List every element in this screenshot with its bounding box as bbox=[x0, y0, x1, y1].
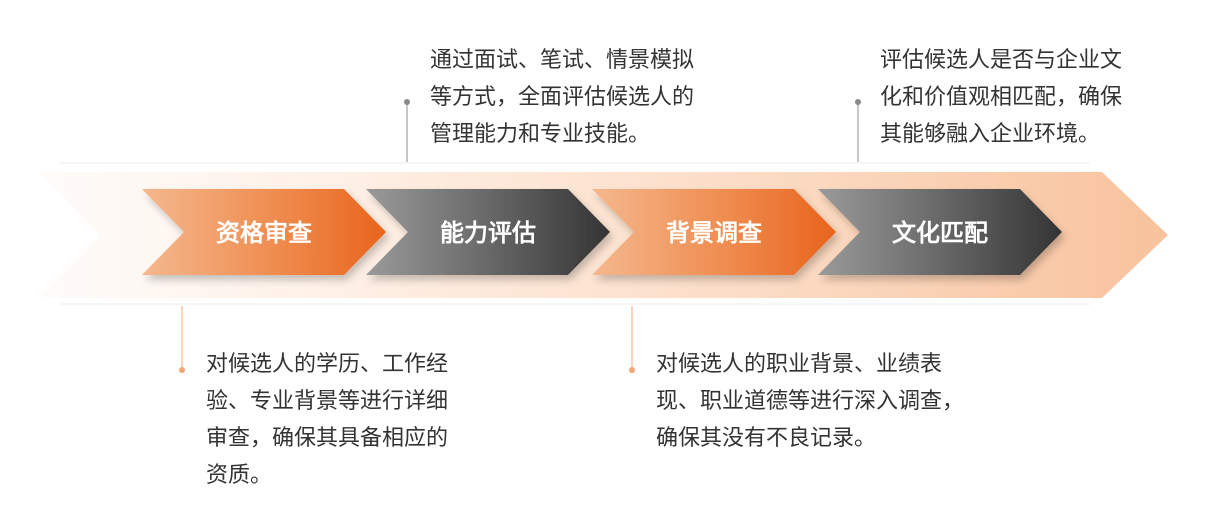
description-line: 验、专业背景等进行详细 bbox=[206, 389, 449, 414]
description-line: 确保其没有不良记录。 bbox=[656, 426, 877, 451]
step-label-background: 背景调查 bbox=[666, 219, 762, 247]
description-background: 对候选人的职业背景、业绩表 现、职业道德等进行深入调查， 确保其没有不良记录。 bbox=[656, 346, 964, 457]
description-line: 对候选人的职业背景、业绩表 bbox=[656, 352, 943, 377]
description-ability: 通过面试、笔试、情景模拟 等方式，全面评估候选人的 管理能力和专业技能。 bbox=[430, 42, 694, 153]
description-line: 化和价值观相匹配，确保 bbox=[880, 85, 1123, 110]
connector-qualification bbox=[179, 306, 185, 373]
connector-background bbox=[629, 306, 635, 373]
step-chevron-4: 文化匹配 bbox=[818, 189, 1062, 275]
description-culture: 评估候选人是否与企业文 化和价值观相匹配，确保 其能够融入企业环境。 bbox=[880, 42, 1122, 153]
step-label-qualification: 资格审查 bbox=[216, 219, 312, 247]
description-line: 通过面试、笔试、情景模拟 bbox=[430, 48, 695, 73]
description-line: 等方式，全面评估候选人的 bbox=[430, 85, 695, 110]
step-chevron-3: 背景调查 bbox=[592, 189, 836, 275]
step-chevron-1: 资格审查 bbox=[142, 189, 386, 275]
step-chevron-2: 能力评估 bbox=[366, 189, 610, 275]
description-line: 现、职业道德等进行深入调查， bbox=[656, 389, 965, 414]
description-line: 资质。 bbox=[206, 463, 273, 488]
description-line: 对候选人的学历、工作经 bbox=[206, 352, 449, 377]
step-label-culture: 文化匹配 bbox=[892, 219, 988, 247]
description-line: 管理能力和专业技能。 bbox=[430, 122, 651, 147]
description-line: 其能够融入企业环境。 bbox=[880, 122, 1101, 147]
connector-culture bbox=[855, 99, 861, 162]
step-label-ability: 能力评估 bbox=[440, 219, 536, 247]
description-line: 审查，确保其具备相应的 bbox=[206, 426, 449, 451]
description-qualification: 对候选人的学历、工作经 验、专业背景等进行详细 审查，确保其具备相应的 资质。 bbox=[206, 346, 448, 494]
description-line: 评估候选人是否与企业文 bbox=[880, 48, 1123, 73]
connector-ability bbox=[404, 99, 410, 162]
